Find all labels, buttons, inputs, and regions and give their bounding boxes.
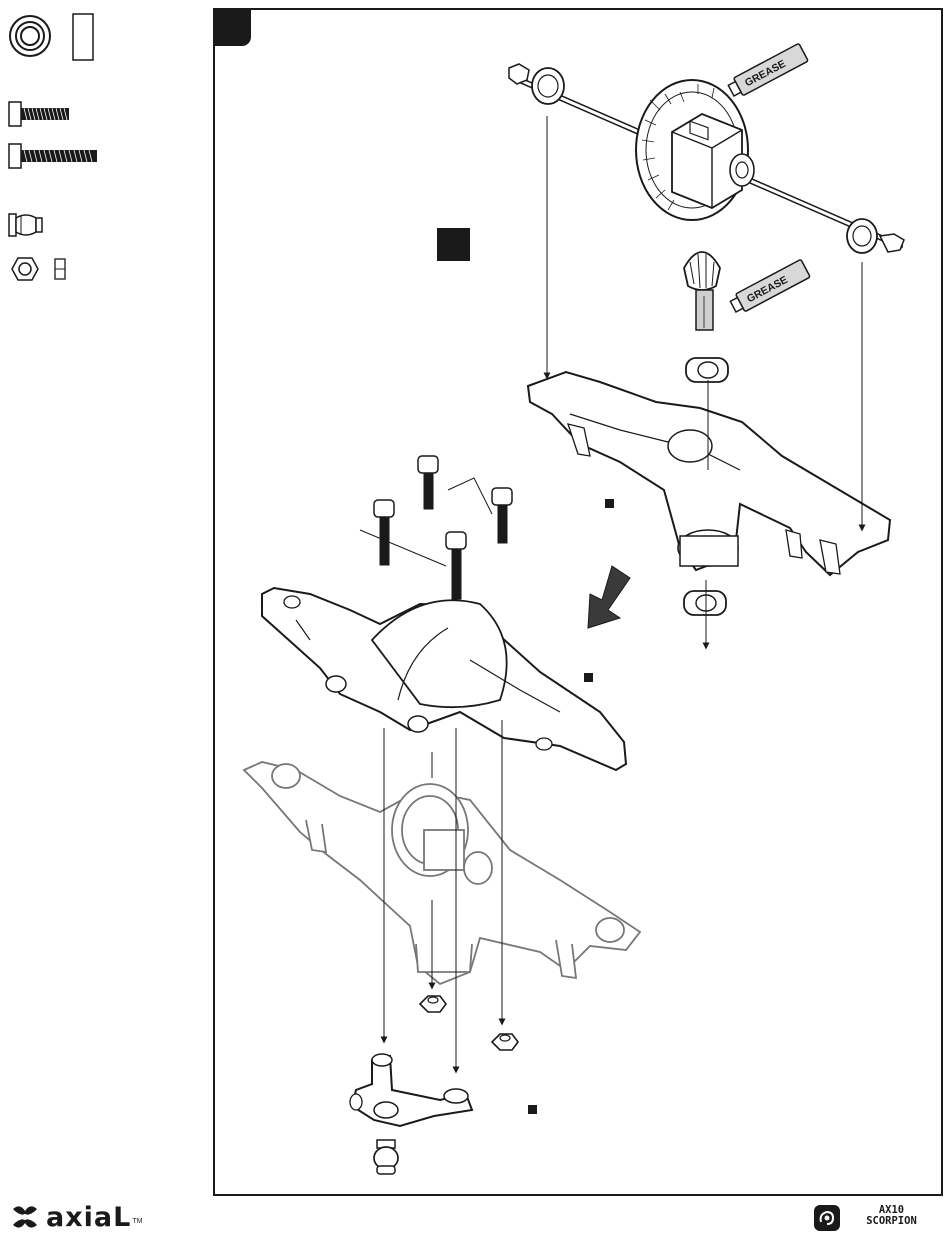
callout-box-small — [584, 673, 593, 682]
callout-box-small — [605, 499, 614, 508]
brand-logo: axiaL TM — [10, 1203, 142, 1231]
pivot-ball-icon — [8, 210, 48, 242]
model-logo: AX10 SCORPION — [813, 1203, 943, 1233]
long-cap-screw-icon — [8, 142, 103, 172]
brand-trademark: TM — [132, 1218, 142, 1225]
hex-nut-icon — [8, 254, 68, 284]
parts-list — [0, 0, 205, 300]
scorpion-badge-icon — [813, 1204, 841, 1232]
callout-box-small — [528, 1105, 537, 1114]
assembly-step-panel — [213, 8, 943, 1196]
model-name-line2: SCORPION — [840, 1216, 943, 1227]
callout-box-large — [437, 228, 470, 261]
short-cap-screw-icon — [8, 100, 78, 130]
axial-logo-icon — [10, 1203, 40, 1231]
bearing-icon — [8, 12, 98, 62]
brand-name: axiaL — [46, 1202, 131, 1233]
step-number-tab — [215, 10, 251, 46]
